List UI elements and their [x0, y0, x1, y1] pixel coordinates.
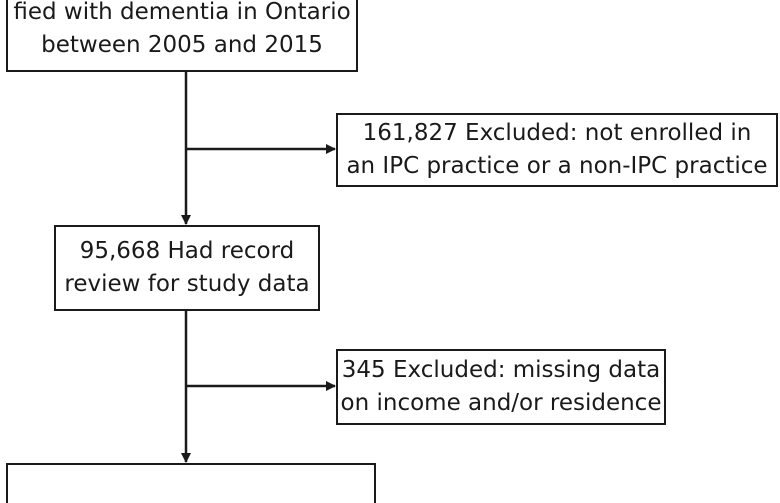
exclusion-1-line1: 161,827 Excluded: not enrolled in	[362, 120, 752, 146]
record-review-line2: review for study data	[64, 271, 310, 297]
record-review-line1: 95,668 Had record	[79, 238, 295, 264]
final-cohort-box	[6, 463, 376, 503]
flow-connectors	[181, 72, 336, 463]
cohort-box: fied with dementia in Ontario between 20…	[6, 0, 358, 72]
exclusion-1-line2: an IPC practice or a non-IPC practice	[346, 153, 768, 179]
exclusion-2-line1: 345 Excluded: missing data	[341, 357, 661, 383]
record-review-box: 95,668 Had record review for study data	[54, 225, 320, 311]
cohort-box-line2: between 2005 and 2015	[41, 32, 323, 58]
exclusion-2-line2: on income and/or residence	[340, 390, 662, 416]
cohort-box-line1: fied with dementia in Ontario	[13, 0, 351, 25]
exclusion-box-1: 161,827 Excluded: not enrolled in an IPC…	[336, 113, 778, 187]
exclusion-box-2: 345 Excluded: missing data on income and…	[336, 349, 666, 425]
